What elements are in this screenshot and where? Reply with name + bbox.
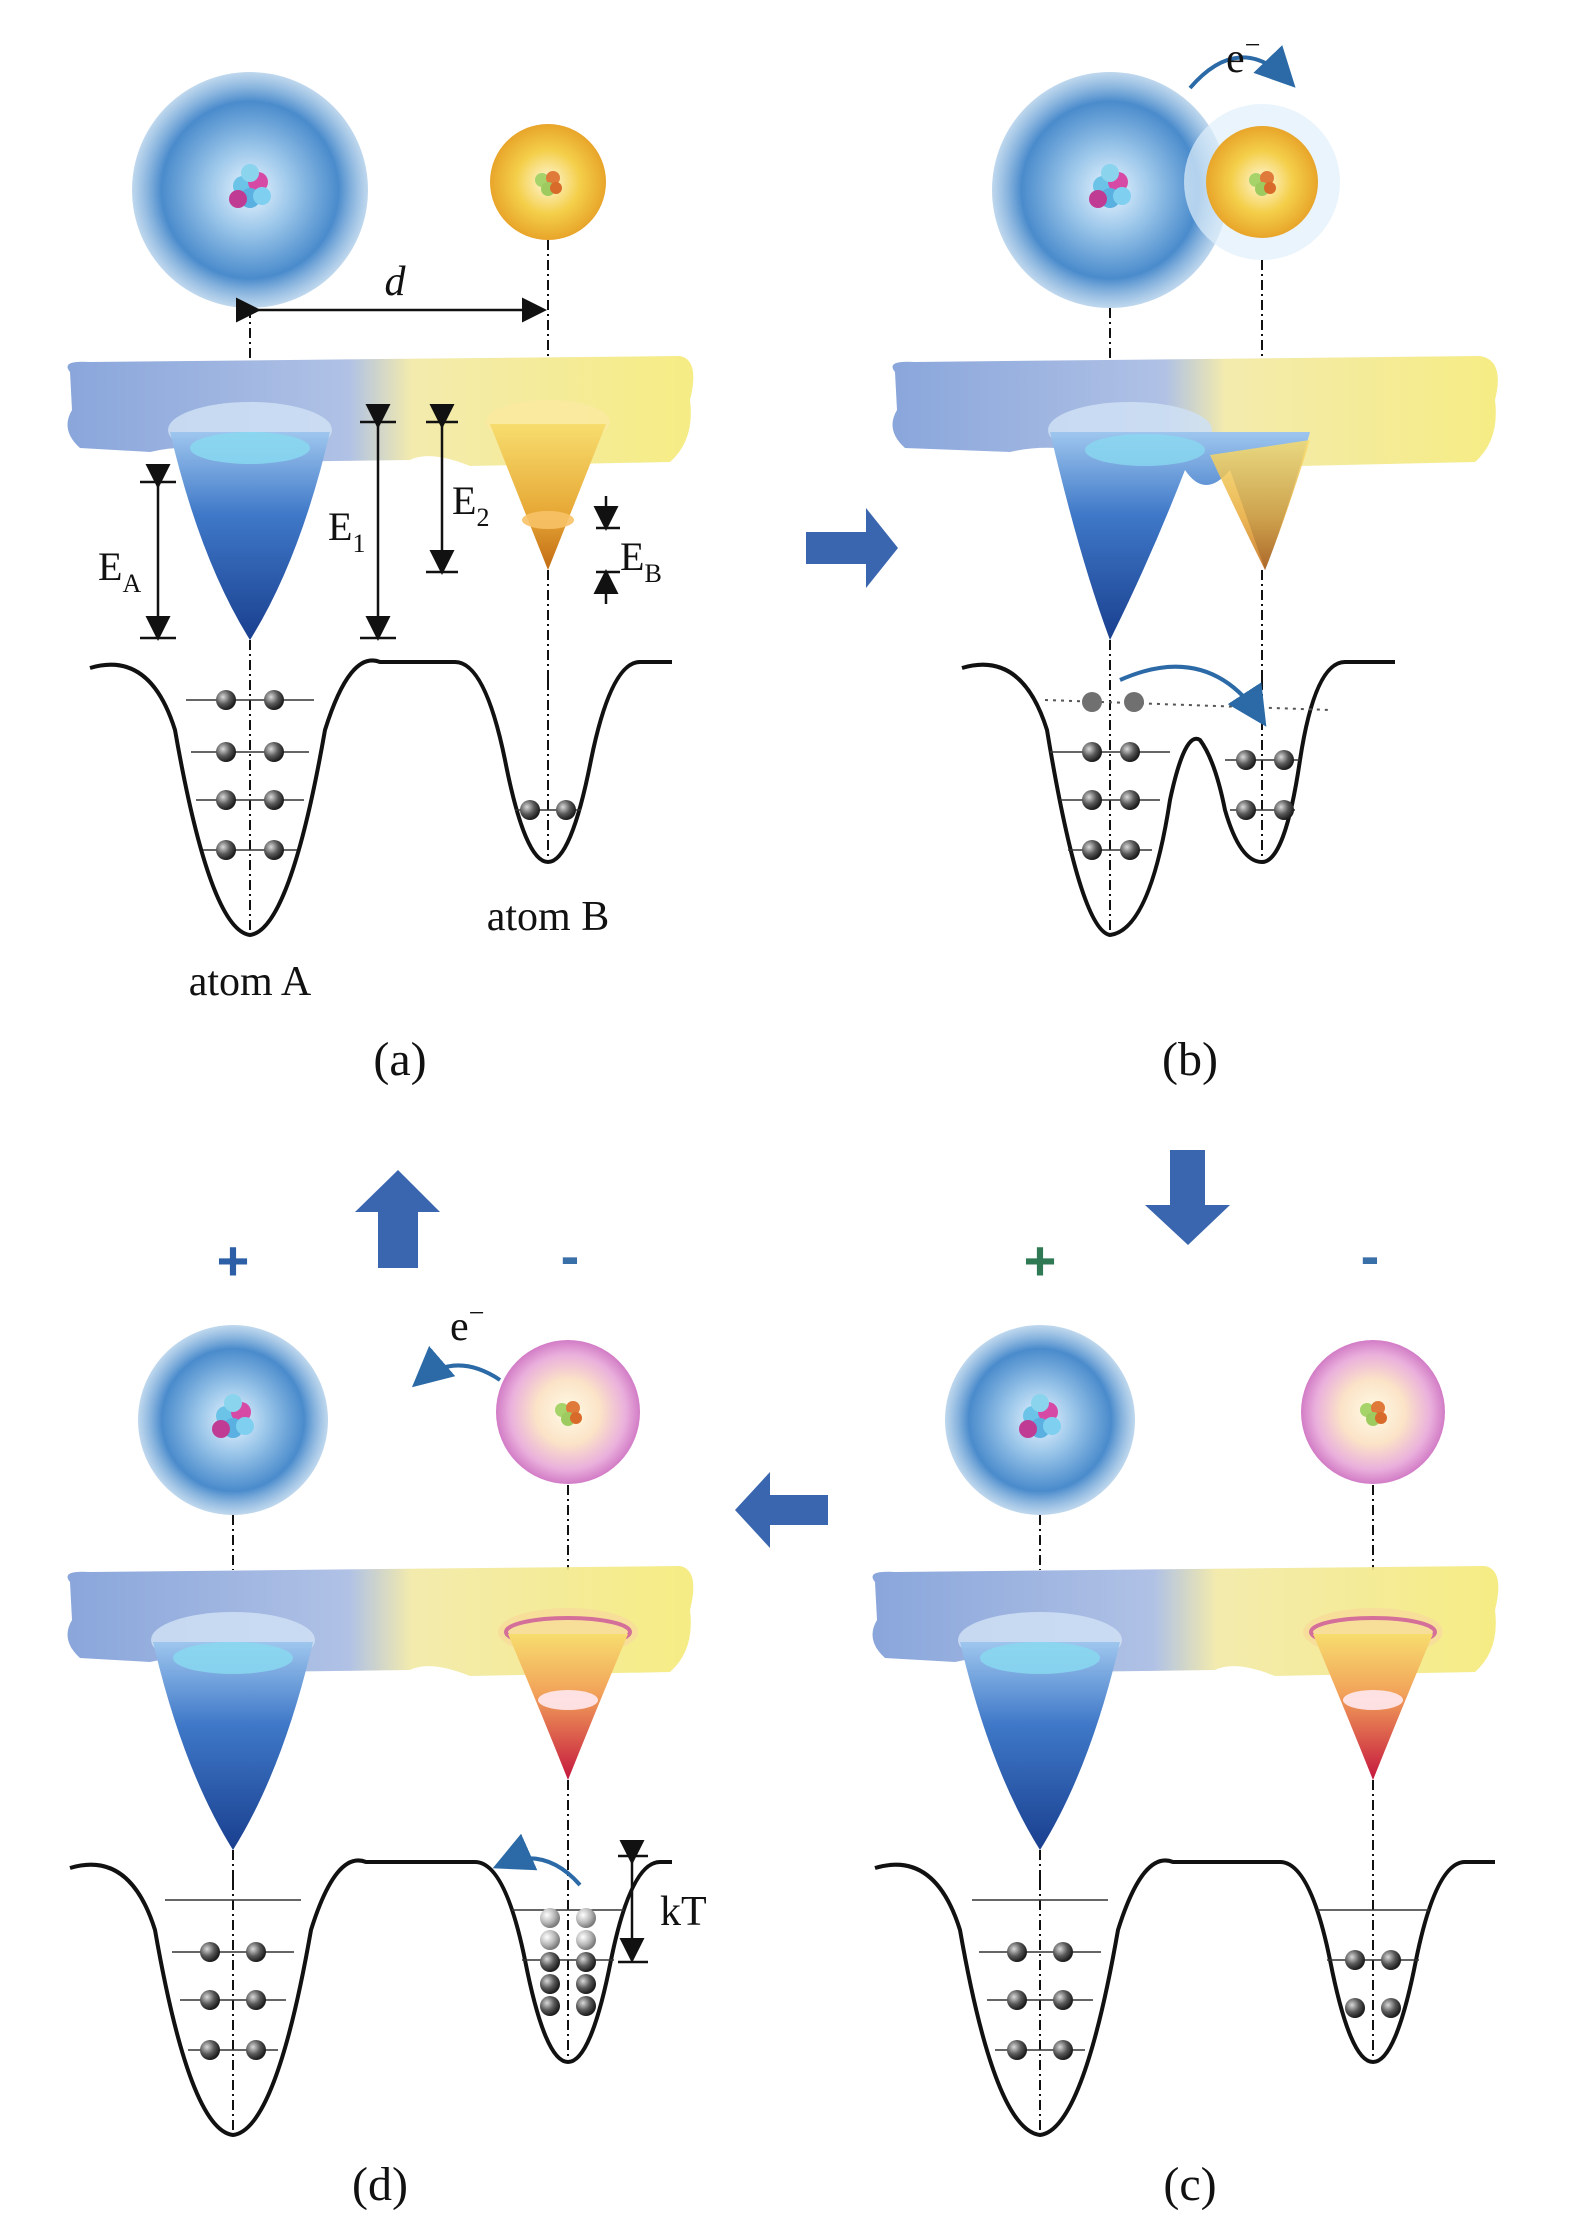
charge-B-sign: - [561,1224,580,1287]
distance-label: d [385,259,407,305]
potential-well-curve [874,1858,1495,2138]
potential-surface [67,1566,694,1850]
potential-surface [67,356,694,640]
electrons-A [1082,742,1140,860]
panel-b: e− [892,30,1498,1086]
electrons-A [1007,1942,1073,2060]
nucleus-icon [1360,1401,1387,1426]
electrons-A [216,690,284,860]
electron-label: e− [1226,30,1260,82]
flow-arrow-up [355,1170,440,1268]
nucleus-icon [1019,1394,1061,1438]
charge-A-sign: + [1024,1229,1057,1292]
nucleus-icon [212,1394,254,1438]
caption-b: (b) [1162,1033,1218,1086]
energy-arrow-EA [140,464,176,641]
panel-c: + - [872,1224,1499,2211]
flow-arrow-left [735,1472,828,1548]
nucleus-icon [229,164,271,208]
atom-B-sphere [490,124,606,240]
charge-A-sign: + [217,1229,250,1292]
nucleus-icon [1249,171,1276,196]
energy-levels-B [1317,1909,1429,1961]
nucleus-icon [555,1401,582,1426]
nucleus-icon [535,171,562,196]
electrons-B [1345,1950,1401,2018]
energy-levels-B [512,1909,624,1961]
electrons-B [1236,750,1294,820]
caption-a: (a) [373,1033,426,1086]
electrons-B [520,800,576,820]
kT-label: kT [660,1889,707,1935]
electron-label: e− [450,1298,484,1350]
label-EB: EB [620,534,662,588]
atom-A-sphere [992,72,1228,308]
label-E2: E2 [452,478,489,532]
flow-arrow-right [806,508,898,588]
atom-A-sphere [132,72,368,308]
potential-surface [892,356,1498,640]
atom-B-label: atom B [487,894,610,940]
electron-transfer-arrow [1188,45,1296,90]
atom-B-sphere [1301,1340,1445,1484]
electrons-A [200,1942,266,2060]
energy-arrow-E1 [360,404,396,641]
label-E1: E1 [328,504,365,558]
transferred-electrons [1082,692,1144,712]
kT-bracket [618,1840,648,1964]
electron-escape-arrow [411,1345,502,1388]
caption-d: (d) [352,2158,408,2211]
panel-a: d EA E1 E2 [67,72,694,1086]
energy-arrow-E2 [426,404,458,575]
thermal-escape-arrow [492,1833,582,1887]
atom-A-label: atom A [189,959,312,1005]
thermal-electrons-B [540,1908,596,2016]
atom-A-sphere [945,1325,1135,1515]
potential-well-curve [89,658,672,938]
atom-A-sphere [138,1325,328,1515]
energy-arrow-EB [593,496,620,604]
potential-well-curve [69,1858,672,2138]
flow-arrow-down [1145,1150,1230,1245]
potential-surface [872,1566,1499,1850]
panel-d: + - e− [67,1224,707,2211]
atom-B-sphere [1184,104,1340,260]
nucleus-icon [1089,164,1131,208]
atom-B-sphere [496,1340,640,1484]
charge-B-sign: - [1361,1224,1380,1287]
potential-well-curve [961,660,1395,938]
caption-c: (c) [1163,2158,1216,2211]
electron-transfer-arrow-2 [1119,664,1267,727]
label-EA: EA [98,544,141,598]
